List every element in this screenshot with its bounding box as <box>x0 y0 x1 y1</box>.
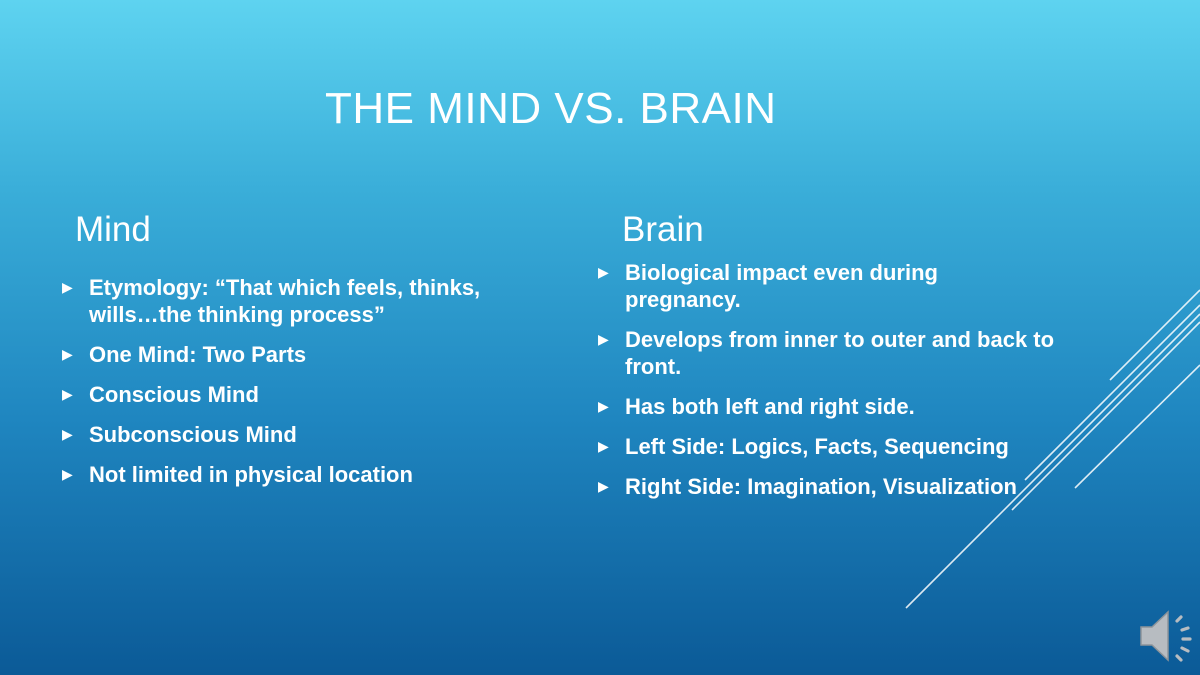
bullet-text: Left Side: Logics, Facts, Sequencing <box>625 434 1009 459</box>
list-item: ▶ One Mind: Two Parts <box>62 341 542 368</box>
list-item: ▶ Subconscious Mind <box>62 421 542 448</box>
list-item: ▶ Conscious Mind <box>62 381 542 408</box>
list-item: ▶ Develops from inner to outer and back … <box>598 326 1058 380</box>
bullet-arrow-icon: ▶ <box>598 438 609 454</box>
bullet-arrow-icon: ▶ <box>62 386 73 402</box>
bullet-arrow-icon: ▶ <box>598 478 609 494</box>
mind-heading: Mind <box>75 210 151 249</box>
list-item: ▶ Not limited in physical location <box>62 461 542 488</box>
bullet-arrow-icon: ▶ <box>62 466 73 482</box>
bullet-arrow-icon: ▶ <box>598 264 609 280</box>
bullet-text: Biological impact even during pregnancy. <box>625 260 938 312</box>
bullet-text: Develops from inner to outer and back to… <box>625 327 1055 379</box>
slide-title: The Mind vs. Brain <box>325 84 777 133</box>
bullet-arrow-icon: ▶ <box>598 398 609 414</box>
list-item: ▶ Biological impact even during pregnanc… <box>598 259 1058 313</box>
bullet-text: Etymology: “That which feels, thinks, wi… <box>89 275 481 327</box>
bullet-text: Conscious Mind <box>89 382 259 407</box>
speaker-icon[interactable] <box>1138 608 1196 664</box>
mind-bullet-list: ▶ Etymology: “That which feels, thinks, … <box>62 274 542 501</box>
bullet-arrow-icon: ▶ <box>62 426 73 442</box>
list-item: ▶ Left Side: Logics, Facts, Sequencing <box>598 433 1058 460</box>
bullet-arrow-icon: ▶ <box>62 279 73 295</box>
bullet-text: Not limited in physical location <box>89 462 413 487</box>
bullet-arrow-icon: ▶ <box>62 346 73 362</box>
bullet-text: Has both left and right side. <box>625 394 915 419</box>
brain-bullet-list: ▶ Biological impact even during pregnanc… <box>598 259 1058 513</box>
list-item: ▶ Etymology: “That which feels, thinks, … <box>62 274 542 328</box>
list-item: ▶ Right Side: Imagination, Visualization <box>598 473 1058 500</box>
bullet-text: Right Side: Imagination, Visualization <box>625 474 1017 499</box>
brain-heading: Brain <box>622 210 704 249</box>
bullet-text: One Mind: Two Parts <box>89 342 307 367</box>
bullet-arrow-icon: ▶ <box>598 331 609 347</box>
bullet-text: Subconscious Mind <box>89 422 297 447</box>
list-item: ▶ Has both left and right side. <box>598 393 1058 420</box>
